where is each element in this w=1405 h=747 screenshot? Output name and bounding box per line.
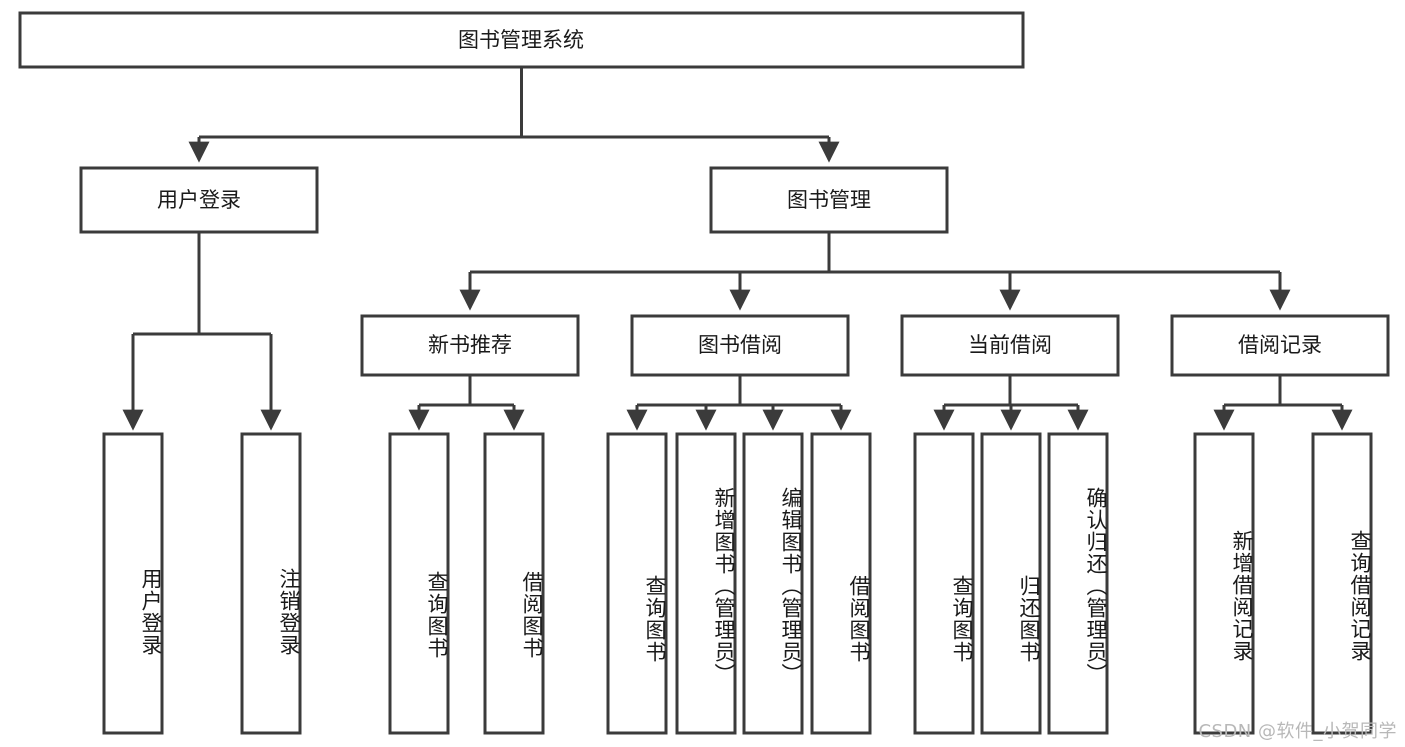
- connector-book-borrow-to-leaves: [626, 375, 852, 431]
- node-current-borrow[interactable]: 当前借阅: [900, 314, 1120, 377]
- connector-user-login-to-leaves: [122, 232, 282, 431]
- leaf-box-record-query[interactable]: [1311, 432, 1373, 735]
- leaf-box-new-book-query[interactable]: [388, 432, 450, 735]
- connector-root-to-level2: [188, 67, 840, 163]
- node-new-book-recommend[interactable]: 新书推荐: [360, 314, 580, 377]
- connector-borrow-record-to-leaves: [1213, 375, 1353, 431]
- leaf-box-borrow-borrow[interactable]: [810, 432, 872, 735]
- leaf-box-new-book-borrow[interactable]: [483, 432, 545, 735]
- node-borrow-record-label: 借阅记录: [1238, 333, 1322, 357]
- watermark-text: CSDN @软件_小贺同学: [1198, 721, 1397, 742]
- leaf-box-current-confirm[interactable]: [1047, 432, 1109, 735]
- node-current-borrow-label: 当前借阅: [968, 333, 1052, 357]
- connector-current-borrow-to-leaves: [933, 375, 1089, 431]
- leaf-box-user-login-logout[interactable]: [240, 432, 302, 735]
- node-root-system[interactable]: 图书管理系统: [18, 11, 1025, 69]
- connector-book-manage-to-level3: [459, 232, 1291, 311]
- node-root-label: 图书管理系统: [458, 28, 584, 52]
- leaf-box-record-add[interactable]: [1193, 432, 1255, 735]
- leaf-box-current-query[interactable]: [913, 432, 975, 735]
- node-book-borrow[interactable]: 图书借阅: [630, 314, 850, 377]
- node-book-management[interactable]: 图书管理: [709, 166, 949, 234]
- node-user-login-label: 用户登录: [157, 188, 241, 212]
- leaf-box-current-return[interactable]: [980, 432, 1042, 735]
- node-book-borrow-label: 图书借阅: [698, 333, 782, 357]
- connector-new-book-to-leaves: [408, 375, 525, 431]
- leaf-box-borrow-add[interactable]: [675, 432, 737, 735]
- node-user-login[interactable]: 用户登录: [79, 166, 319, 234]
- leaf-box-borrow-query[interactable]: [606, 432, 668, 735]
- node-new-book-recommend-label: 新书推荐: [428, 333, 512, 357]
- node-borrow-record[interactable]: 借阅记录: [1170, 314, 1390, 377]
- leaf-box-borrow-edit[interactable]: [742, 432, 804, 735]
- node-book-management-label: 图书管理: [787, 188, 871, 212]
- leaf-box-user-login-login[interactable]: [102, 432, 164, 735]
